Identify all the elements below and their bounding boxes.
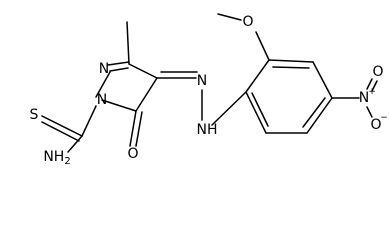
bond-c3-methyl <box>126 21 130 65</box>
bond-ar-inner-4-5 <box>302 97 326 128</box>
bond-cthio-s <box>41 115 83 137</box>
atom-n-nitro-charge: + <box>368 87 376 97</box>
bond-ar-6-1 <box>245 91 267 134</box>
chemical-structure: N N O S NH2 N NH O N + O O − <box>30 13 388 167</box>
bond-ar-3-4 <box>312 61 333 99</box>
bond-ar-4-5 <box>306 97 333 134</box>
bonds <box>41 13 378 153</box>
bond-nnitro-obottom <box>366 106 373 118</box>
bond-nnitro-otop-double <box>371 80 378 92</box>
atom-o-nitro-bottom: O <box>370 117 381 133</box>
atom-n2: N <box>99 61 109 77</box>
bond-nh-aryl <box>211 91 247 126</box>
bond-ar-inner-6-1 <box>251 92 269 127</box>
bond-c5-o-double <box>135 111 143 147</box>
atom-o-nitro-top: O <box>372 64 383 80</box>
atom-o-nitro-charge: − <box>380 113 388 123</box>
atom-o-methoxy: O <box>242 14 253 30</box>
atom-nh-hydrazo: NH <box>197 122 218 138</box>
atom-nh2-subscript: 2 <box>64 156 70 167</box>
atom-labels: N N O S NH2 N NH O N + O O − <box>30 14 388 167</box>
atom-n-nitro: N <box>359 90 369 106</box>
bond-ar-1-2 <box>245 59 270 93</box>
bond-ar-omethoxy <box>255 31 270 61</box>
bond-ar-inner-2-3 <box>272 66 310 69</box>
atom-nh2-main: NH <box>43 149 64 165</box>
bond-n1-n2 <box>95 71 111 98</box>
atom-nh2: NH2 <box>43 149 70 167</box>
bond-c3-c4 <box>128 63 158 79</box>
bond-c5-n1 <box>101 99 137 112</box>
atom-s-thio: S <box>30 107 39 123</box>
atom-o-carbonyl: O <box>127 146 138 162</box>
atom-n1: N <box>97 92 107 108</box>
bond-omethoxy-ch3 <box>217 13 242 21</box>
bond-ar-2-3 <box>268 59 314 63</box>
bond-n1-cthio <box>81 105 97 137</box>
bond-c5-o <box>129 110 137 147</box>
bond-c4-c5 <box>135 77 158 112</box>
bond-n2-c3 <box>107 61 130 66</box>
bond-cthio-s-double <box>41 121 80 142</box>
atom-n-azo: N <box>197 73 207 89</box>
bond-nnitro-otop <box>366 78 373 90</box>
bond-n2-c3-double <box>109 67 129 72</box>
bond-cthio-nh2 <box>67 135 83 153</box>
